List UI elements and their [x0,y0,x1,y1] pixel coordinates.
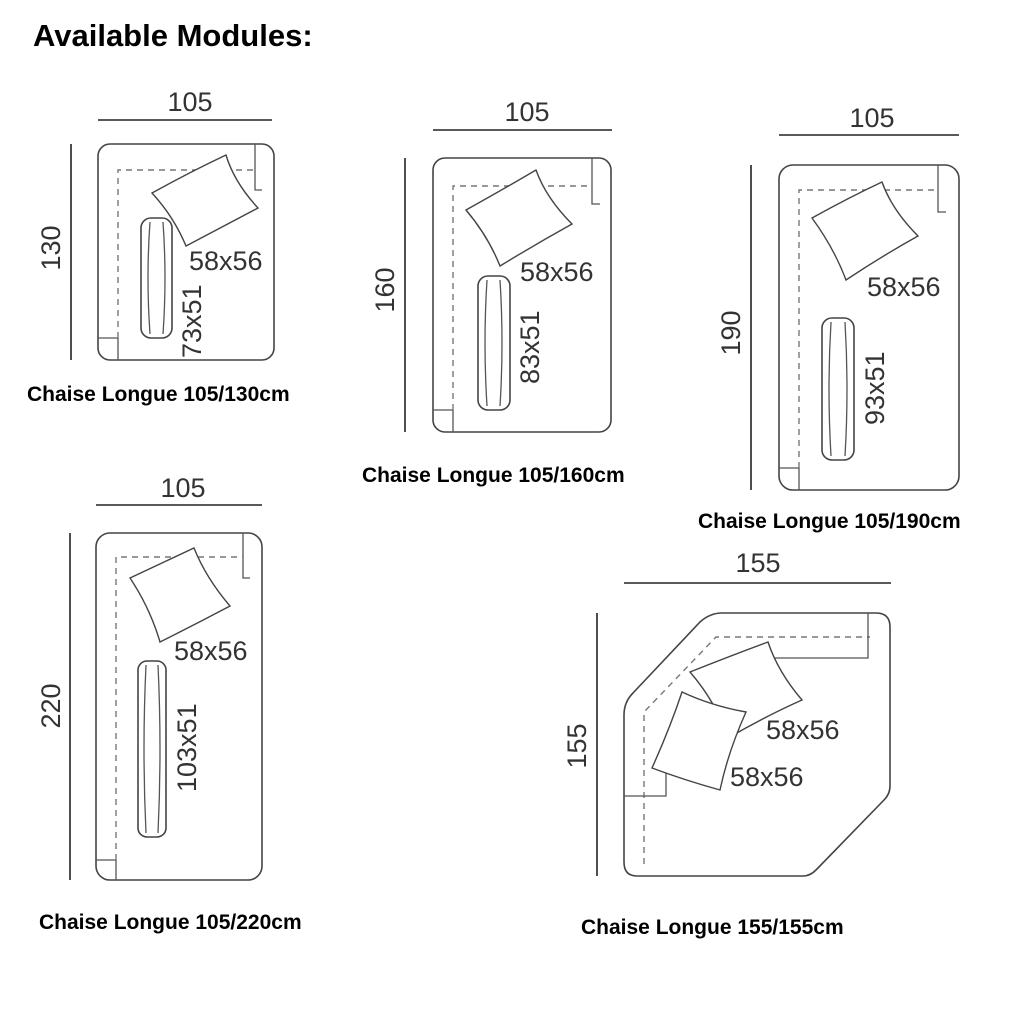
page-title: Available Modules: [33,18,313,53]
seat-cushion-label: 83x51 [515,310,545,384]
backrest-corner [254,144,262,191]
back-pillow [128,547,232,644]
depth-label: 160 [370,267,400,312]
seat-cushion [140,217,173,339]
back-cushion-label: 58x56 [189,246,263,276]
module-caption: Chaise Longue 105/160cm [362,464,625,487]
seat-cushion-stitch [143,664,161,834]
module-caption: Chaise Longue 155/155cm [581,916,844,939]
seat-cushion [821,317,855,461]
width-label: 105 [504,97,549,127]
module-caption: Chaise Longue 105/220cm [39,911,302,934]
seat-dashed-outline [798,189,938,468]
module-caption: Chaise Longue 105/190cm [698,510,961,533]
seat-dashed-outline [452,185,592,410]
width-label: 105 [167,87,212,117]
back-cushion-label-1: 58x56 [766,715,840,745]
module-105-160: 105 160 58x56 83x51 Chaise Longue 105/16… [362,97,625,487]
backrest-corner [756,613,869,659]
seat-dashed-outline [115,556,243,860]
sofa-outline [623,612,891,877]
back-cushion-label: 58x56 [520,257,594,287]
module-105-130: 105 130 58x56 73x51 Chaise Longue 105/13… [27,87,290,406]
depth-label: 130 [36,225,66,270]
seat-cushion-label: 103x51 [172,703,202,792]
back-pillow [810,181,920,282]
back-cushion-label-2: 58x56 [730,762,804,792]
back-pillow-2 [651,691,748,791]
armrest-corner [96,859,117,880]
depth-label: 220 [36,683,66,728]
seat-cushion [137,660,167,838]
sofa-outline [778,164,960,491]
module-105-190: 105 190 58x56 93x51 Chaise Longue 105/19… [698,103,961,533]
width-label: 105 [849,103,894,133]
seat-cushion-label: 93x51 [860,351,890,425]
armrest-corner [779,467,800,490]
sofa-outline [97,143,275,361]
depth-label: 190 [716,310,746,355]
sofa-outline [95,532,263,881]
module-caption: Chaise Longue 105/130cm [27,383,290,406]
module-105-220: 105 220 58x56 103x51 Chaise Longue 105/2… [36,473,302,934]
backrest-corner [242,533,250,579]
width-label: 155 [735,548,780,578]
seat-cushion-stitch [147,221,166,335]
back-pillow [464,168,574,268]
seat-cushion-label: 73x51 [177,284,207,358]
module-155-155: 155 155 58x56 58x56 Chaise Longue 155/15… [562,548,891,939]
seat-dashed-outline [643,636,870,864]
seat-dashed-outline [117,169,255,338]
seat-cushion-stitch [484,279,503,407]
backrest-corner [937,165,946,213]
backrest-corner [591,158,600,205]
back-cushion-label: 58x56 [174,636,248,666]
depth-label: 155 [562,723,592,768]
sofa-outline [432,157,612,433]
width-label: 105 [160,473,205,503]
seat-cushion-stitch [828,321,848,457]
back-cushion-label: 58x56 [867,272,941,302]
seat-cushion [477,275,511,411]
back-pillow [150,154,260,247]
